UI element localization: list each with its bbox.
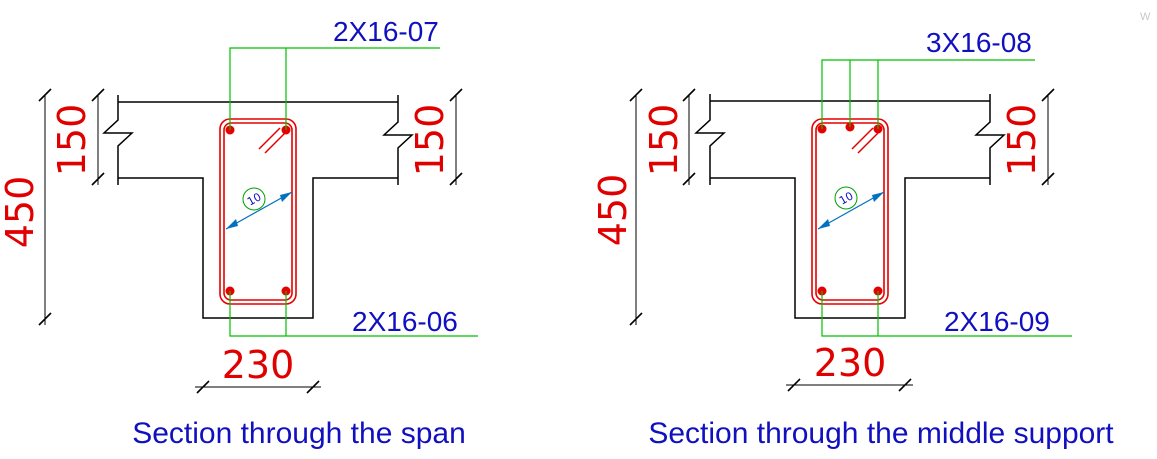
stirrup-dimension: 10 [817, 186, 885, 230]
stirrup-inner [223, 122, 293, 301]
top-rebar-leader [229, 47, 440, 130]
dim-width-text: 230 [814, 341, 887, 385]
dim-width: 230 [195, 343, 321, 394]
stirrup-dim-text: 10 [837, 189, 856, 207]
dim-left-flange: 150 [642, 88, 696, 186]
rebars [225, 125, 291, 296]
break-line-right [974, 94, 1006, 185]
section-middle-support: 10 3X16-08 2X16-09 450 150 150 2 [591, 27, 1114, 450]
dim-right-flange-text: 150 [408, 104, 452, 177]
section-span: 10 2X16-07 2X16-06 450 150 150 [0, 16, 478, 450]
dim-left-flange: 150 [50, 88, 105, 186]
rebars [817, 122, 883, 296]
bottom-rebar-label: 2X16-06 [352, 306, 458, 337]
bottom-rebar-leader [821, 291, 1072, 337]
dim-total-height-text: 450 [591, 174, 635, 247]
stirrup-hook [851, 127, 880, 154]
corner-mark: W [1140, 11, 1151, 23]
beam-outline [710, 100, 990, 319]
top-rebar-leader [821, 59, 1035, 129]
bottom-rebar-label: 2X16-09 [944, 306, 1050, 337]
dim-total-height: 450 [0, 88, 52, 326]
break-line-left [102, 95, 134, 185]
top-rebar-label: 3X16-08 [926, 27, 1032, 58]
dim-left-flange-text: 150 [50, 104, 94, 177]
dim-left-flange-text: 150 [642, 104, 686, 177]
top-rebar-label: 2X16-07 [333, 16, 439, 47]
dim-right-flange-text: 150 [1000, 104, 1044, 177]
break-line-right [382, 95, 414, 185]
stirrup-outer [219, 118, 297, 305]
dim-total-height: 450 [591, 88, 643, 326]
dim-width-text: 230 [222, 343, 295, 387]
stirrup-hook [258, 127, 287, 154]
dim-right-flange: 150 [1000, 88, 1055, 186]
dim-width: 230 [786, 341, 913, 392]
stirrup-dim-text: 10 [245, 190, 264, 208]
break-line-left [694, 94, 726, 185]
beam-outline [118, 101, 398, 319]
stirrup-dimension: 10 [225, 187, 293, 230]
dim-right-flange: 150 [408, 88, 463, 186]
section-caption: Section through the middle support [648, 417, 1114, 450]
section-caption: Section through the span [132, 417, 466, 450]
dim-total-height-text: 450 [0, 176, 42, 249]
bottom-rebar-leader [229, 291, 478, 337]
